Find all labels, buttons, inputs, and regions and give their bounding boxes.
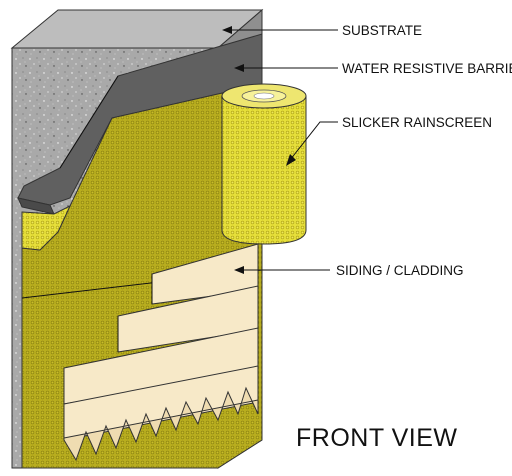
callout-leaders — [222, 26, 338, 274]
leader-siding-arrow — [234, 266, 244, 274]
label-slicker-rainscreen: SLICKER RAINSCREEN — [342, 115, 492, 130]
leader-substrate-arrow — [222, 26, 232, 34]
roll-body — [221, 95, 307, 245]
leader-rainscreen — [289, 121, 338, 161]
label-water-resistive-barrier: WATER RESISTIVE BARRIER — [342, 61, 512, 76]
siding-layer — [63, 243, 259, 462]
rainscreen-peel-edge — [21, 204, 72, 251]
leader-rainscreen-arrow — [286, 154, 296, 166]
view-title: FRONT VIEW — [296, 424, 457, 452]
rainscreen-roll — [221, 83, 307, 245]
leader-barrier-arrow — [234, 64, 244, 72]
barrier-sheet — [17, 33, 263, 206]
roll-core-inner — [253, 92, 275, 100]
label-siding-cladding: SIDING / CLADDING — [336, 263, 464, 278]
siding-board-5 — [63, 386, 259, 462]
label-substrate: SUBSTRATE — [342, 23, 422, 38]
